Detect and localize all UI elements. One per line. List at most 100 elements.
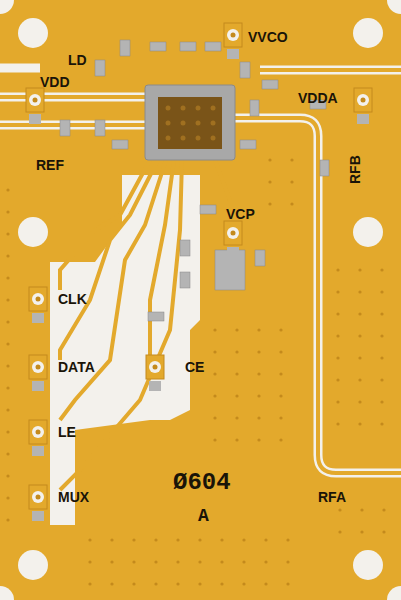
chip-pad — [158, 97, 222, 149]
via — [181, 121, 186, 126]
via — [358, 290, 361, 293]
via — [181, 136, 186, 141]
test-pad — [29, 420, 47, 444]
via — [286, 538, 289, 541]
silkscreen-label: Ø604 — [173, 471, 231, 495]
smd-component — [149, 381, 161, 391]
silkscreen-label: LE — [58, 425, 76, 439]
via — [358, 378, 361, 381]
via — [88, 560, 91, 563]
via — [358, 312, 361, 315]
test-points — [26, 23, 372, 521]
silkscreen-label: VDD — [40, 75, 70, 89]
test-hole — [361, 98, 366, 103]
via — [268, 180, 271, 183]
test-ring — [227, 29, 239, 41]
test-hole — [153, 365, 158, 370]
via — [336, 312, 339, 315]
via — [176, 582, 179, 585]
via — [257, 328, 260, 331]
silkscreen-label: A — [198, 507, 209, 525]
via — [6, 430, 9, 433]
via — [211, 136, 216, 141]
smd-component — [32, 446, 44, 456]
via — [380, 312, 383, 315]
via — [220, 582, 223, 585]
silkscreen-label: RFB — [348, 155, 362, 184]
via — [198, 582, 201, 585]
via — [290, 180, 293, 183]
via — [257, 438, 260, 441]
silkscreen-label: CE — [185, 360, 204, 374]
via — [336, 422, 339, 425]
traces — [0, 70, 401, 490]
test-pad — [29, 287, 47, 311]
silkscreen-label: CLK — [58, 292, 87, 306]
via — [235, 372, 238, 375]
via — [213, 372, 216, 375]
test-pad — [224, 23, 242, 47]
via — [279, 394, 282, 397]
test-pad — [224, 221, 242, 245]
via — [264, 560, 267, 563]
via — [279, 416, 282, 419]
via — [88, 538, 91, 541]
test-hole — [231, 231, 236, 236]
via — [110, 582, 113, 585]
via — [358, 334, 361, 337]
via — [358, 400, 361, 403]
via — [181, 106, 186, 111]
silkscreen-label: DATA — [58, 360, 95, 374]
test-pad — [26, 88, 44, 112]
smd-component — [227, 49, 239, 59]
via — [6, 210, 9, 213]
via — [235, 350, 238, 353]
via — [6, 474, 9, 477]
test-ring — [227, 227, 239, 239]
via — [220, 538, 223, 541]
via — [166, 121, 171, 126]
test-pad — [146, 355, 164, 379]
test-ring — [32, 293, 44, 305]
test-hole — [231, 33, 236, 38]
via — [213, 438, 216, 441]
via — [358, 422, 361, 425]
via — [286, 560, 289, 563]
via — [380, 268, 383, 271]
via — [360, 508, 363, 511]
via — [290, 202, 293, 205]
test-hole — [36, 495, 41, 500]
trace-clearance — [0, 68, 401, 473]
via — [257, 416, 260, 419]
test-ring — [357, 94, 369, 106]
via — [279, 350, 282, 353]
silkscreen-label: LD — [68, 53, 87, 67]
test-pad — [29, 355, 47, 379]
via — [380, 422, 383, 425]
test-hole — [33, 98, 38, 103]
test-pad — [354, 88, 372, 112]
via — [176, 538, 179, 541]
via — [336, 290, 339, 293]
via — [380, 290, 383, 293]
via — [213, 416, 216, 419]
silkscreen-label: REF — [36, 158, 64, 172]
via — [358, 356, 361, 359]
test-ring — [32, 491, 44, 503]
test-pad — [29, 485, 47, 509]
via — [235, 394, 238, 397]
via — [279, 438, 282, 441]
via — [198, 560, 201, 563]
via — [132, 560, 135, 563]
smd-component — [32, 313, 44, 323]
via — [6, 364, 9, 367]
via — [257, 372, 260, 375]
via — [380, 400, 383, 403]
via — [6, 298, 9, 301]
via — [6, 188, 9, 191]
via — [6, 518, 9, 521]
test-hole — [36, 430, 41, 435]
via — [264, 538, 267, 541]
via — [132, 582, 135, 585]
